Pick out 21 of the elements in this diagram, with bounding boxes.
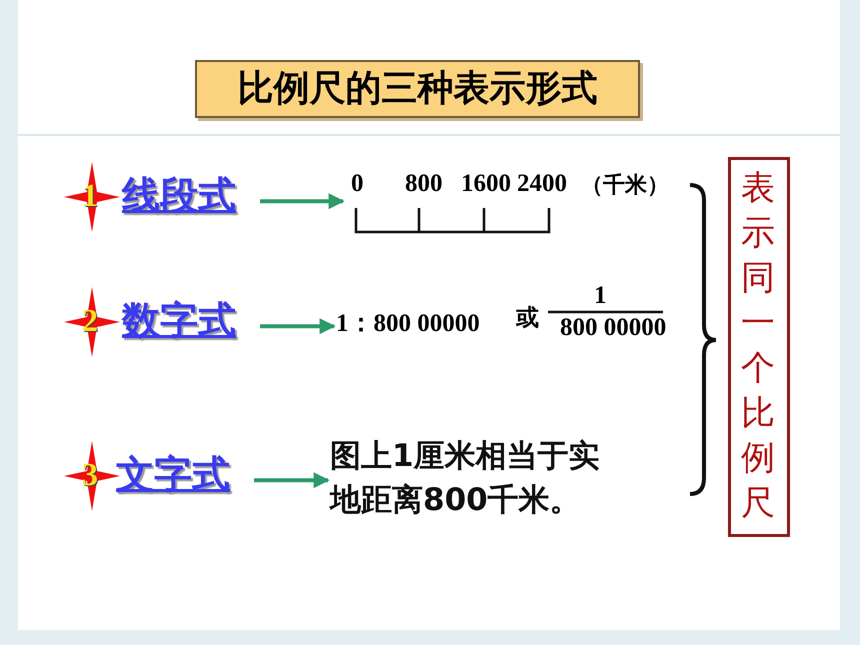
arrow — [254, 472, 330, 488]
scale-number: 0 — [351, 170, 364, 198]
scale-number: 2400 — [517, 170, 567, 198]
heading-link: 数字式 — [122, 297, 236, 344]
conjunction-text: 或 — [516, 304, 539, 333]
heading-link: 文字式 — [116, 451, 230, 498]
step-number: 3 — [82, 456, 98, 493]
unit-label: （千米） — [581, 172, 669, 200]
description-text: 图上1厘米相当于实地距离800千米。 — [330, 437, 601, 520]
ratio-text: 1：800 00000 — [336, 309, 480, 339]
step-number: 1 — [82, 177, 98, 214]
scale-number: 800 — [405, 170, 442, 198]
step-number: 2 — [82, 302, 98, 339]
denominator: 800 00000 — [560, 314, 666, 342]
vertical-text-box: 表示同一个比例尺 — [728, 157, 790, 537]
arrow — [260, 318, 336, 334]
title-box: 比例尺的三种表示形式 — [195, 60, 640, 118]
scale-number: 1600 — [461, 170, 511, 198]
numerator: 1 — [594, 282, 606, 310]
heading-link: 线段式 — [122, 172, 236, 219]
arrow — [260, 193, 345, 210]
